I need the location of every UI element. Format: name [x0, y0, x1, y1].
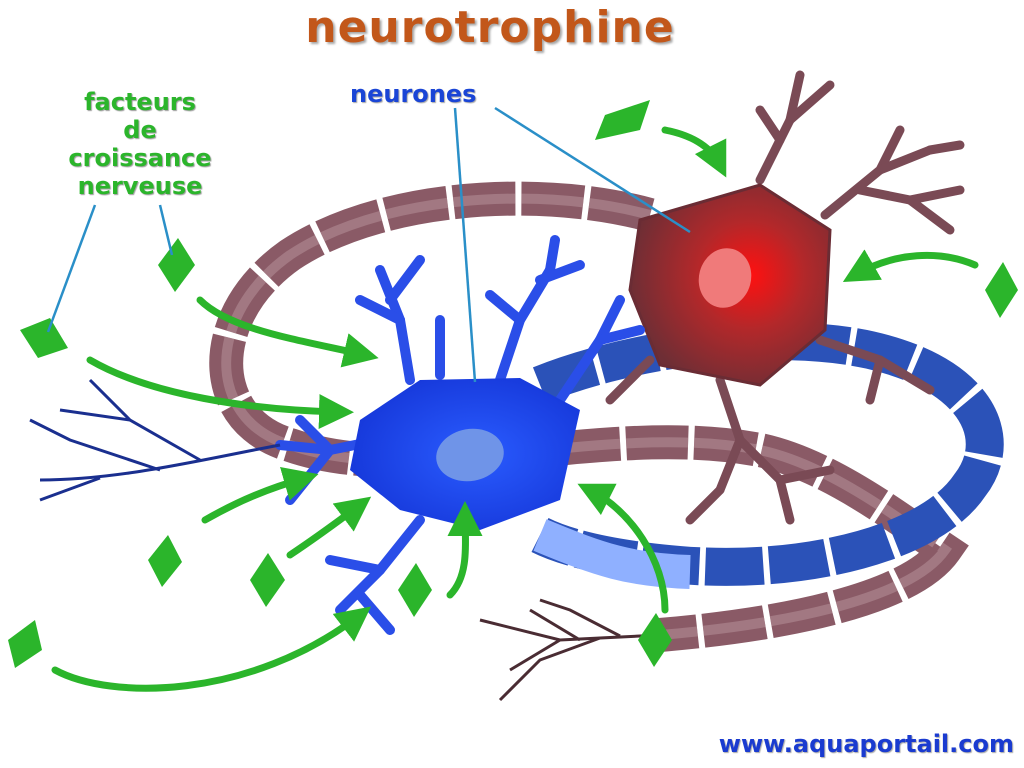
leader-neuron-red	[494, 106, 691, 234]
growth-factor-label: facteurs de croissance nerveuse	[40, 88, 240, 200]
arrow-9	[51, 606, 372, 692]
arrow-4	[86, 356, 354, 430]
leader-gf-2	[158, 204, 174, 256]
growth-factor-7	[398, 563, 432, 617]
growth-factor-9	[638, 613, 672, 667]
arrow-2	[842, 249, 979, 282]
leader-neuron-blue	[453, 107, 477, 383]
arrow-7	[446, 501, 483, 599]
growth-factor-label-line-2: de	[123, 116, 157, 144]
growth-factor-4	[985, 262, 1018, 318]
leader-lines	[46, 106, 691, 383]
growth-factor-arrows	[51, 126, 979, 692]
neurons-label: neurones	[350, 80, 477, 108]
leader-gf-1	[46, 204, 97, 333]
growth-factor-label-line-1: facteurs	[84, 88, 196, 116]
growth-factor-8	[8, 620, 42, 668]
page-title: neurotrophine	[305, 2, 675, 53]
growth-factor-6	[250, 553, 285, 607]
growth-factor-markers	[8, 100, 1018, 668]
blue-neuron	[29, 235, 645, 635]
arrow-5	[201, 466, 319, 524]
red-neuron	[605, 70, 965, 525]
arrow-1	[661, 126, 727, 178]
arrow-8	[577, 483, 669, 614]
growth-factor-5	[148, 535, 182, 587]
growth-factor-3	[20, 318, 68, 358]
growth-factor-2	[158, 238, 195, 292]
arrow-6	[286, 496, 372, 559]
growth-factor-1	[595, 100, 650, 140]
arrow-3	[196, 296, 379, 368]
growth-factor-label-line-3: croissance	[68, 144, 212, 172]
watermark-url: www.aquaportail.com	[718, 730, 1014, 758]
red-axon-terminal	[479, 598, 661, 702]
growth-factor-label-line-4: nerveuse	[77, 172, 203, 200]
